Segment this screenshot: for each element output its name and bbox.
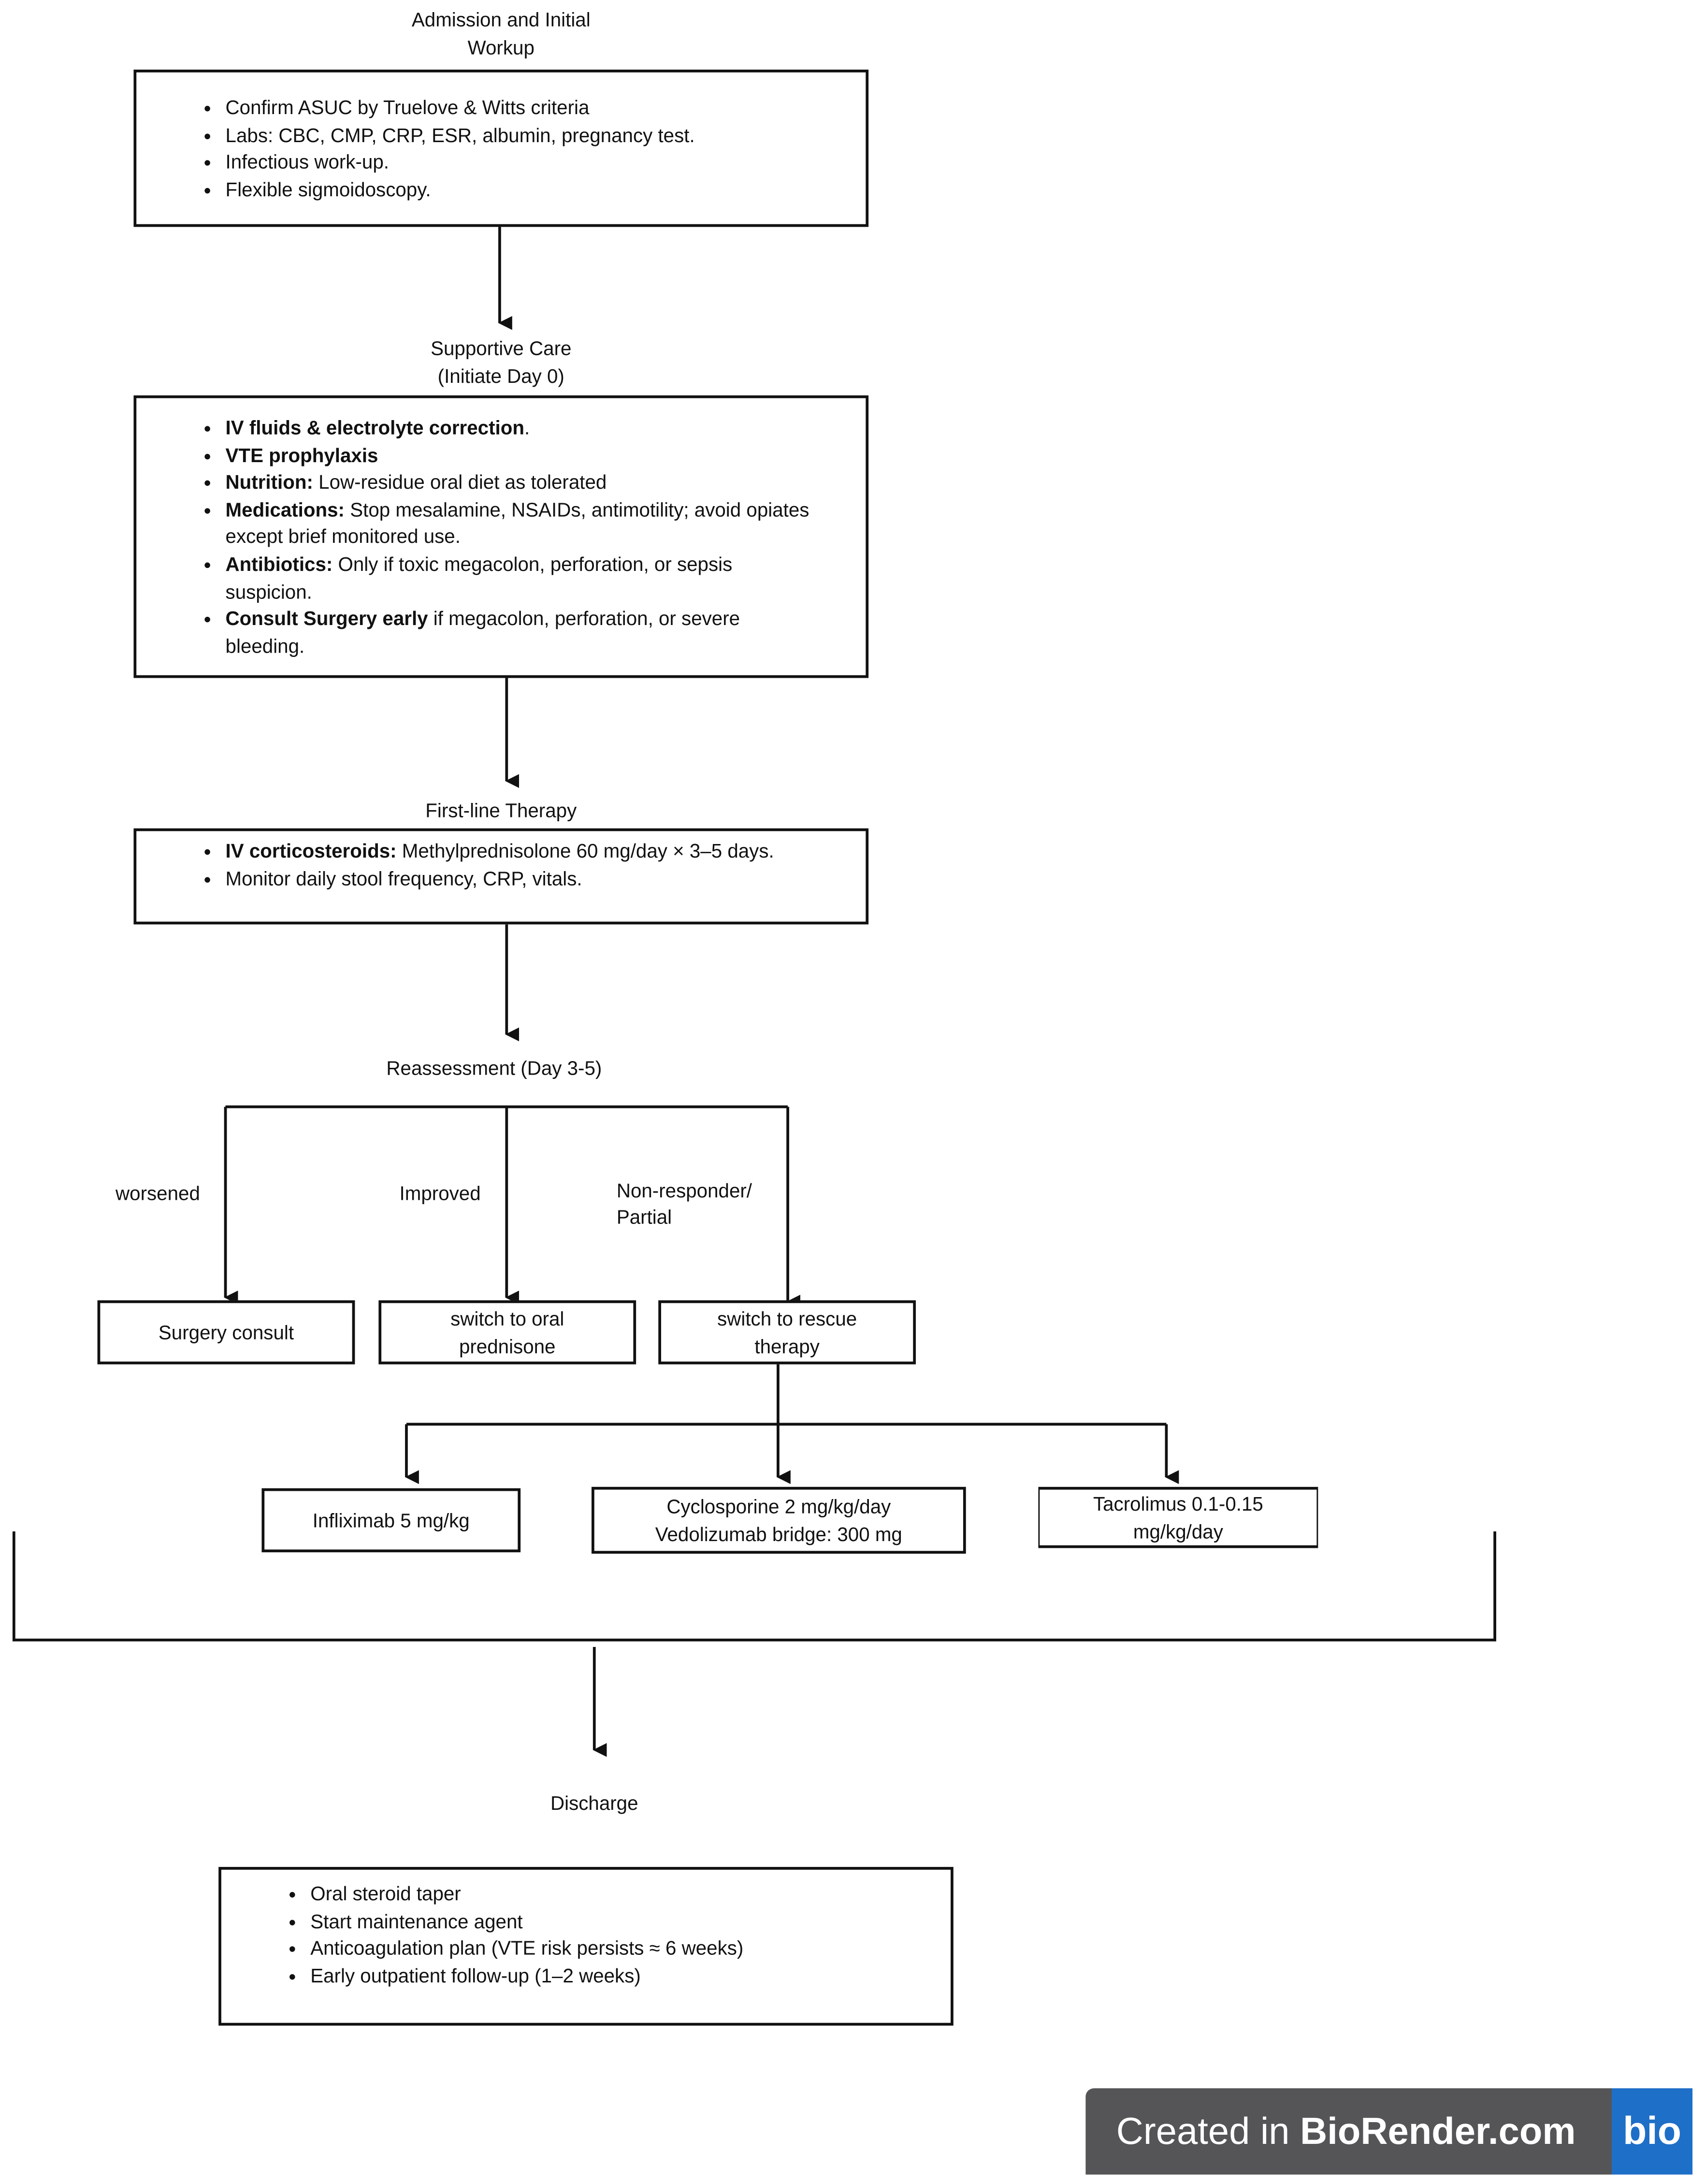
supportive-title-line2: (Initiate Day 0): [437, 364, 564, 387]
branch-label-nonresponder-line1: Non-responder/: [616, 1179, 752, 1202]
admission-title-line2: Workup: [467, 36, 535, 58]
infliximab-label: Infliximab 5 mg/kg: [312, 1509, 470, 1532]
oral-prednisone-box: switch to oral prednisone: [378, 1300, 636, 1365]
convergence-bracket: [12, 1531, 1497, 1642]
tacrolimus-line1: Tacrolimus 0.1-0.15: [1093, 1492, 1263, 1515]
oral-prednisone-line2: prednisone: [459, 1335, 556, 1357]
list-item: Flexible sigmoidoscopy.: [226, 176, 866, 204]
rescue-therapy-line1: switch to rescue: [717, 1307, 857, 1330]
watermark-text: Created in BioRender.com: [1116, 2111, 1576, 2153]
biorender-watermark: Created in BioRender.com bio: [1085, 2088, 1693, 2175]
cyclosporine-box: Cyclosporine 2 mg/kg/day Vedolizumab bri…: [592, 1486, 966, 1554]
admission-title-line1: Admission and Initial: [411, 8, 591, 31]
list-item: Consult Surgery early if megacolon, perf…: [226, 606, 810, 660]
rescue-therapy-box: switch to rescue therapy: [658, 1300, 916, 1365]
list-item: Labs: CBC, CMP, CRP, ESR, albumin, pregn…: [226, 122, 866, 149]
surgery-consult-box: Surgery consult: [97, 1300, 355, 1365]
list-item: VTE prophylaxis: [226, 442, 810, 469]
branch-label-improved: Improved: [399, 1182, 481, 1205]
list-item: Monitor daily stool frequency, CRP, vita…: [226, 865, 796, 892]
admission-box: Confirm ASUC by Truelove & Witts criteri…: [133, 70, 869, 227]
biorender-logo-icon: bio: [1612, 2088, 1693, 2175]
first-line-title: First-line Therapy: [425, 799, 577, 822]
infliximab-box: Infliximab 5 mg/kg: [261, 1488, 521, 1553]
discharge-box: Oral steroid taper Start maintenance age…: [218, 1867, 954, 2026]
list-item: IV fluids & electrolyte correction.: [226, 415, 810, 442]
reassessment-title: Reassessment (Day 3-5): [386, 1056, 602, 1079]
list-item: Nutrition: Low-residue oral diet as tole…: [226, 469, 810, 496]
cyclosporine-line2: Vedolizumab bridge: 300 mg: [655, 1523, 902, 1545]
rescue-therapy-line2: therapy: [754, 1335, 820, 1357]
supportive-title: Supportive Care (Initiate Day 0): [334, 334, 668, 390]
list-item: Oral steroid taper: [310, 1881, 951, 1908]
list-item: IV corticosteroids: Methylprednisolone 6…: [226, 838, 796, 865]
list-item: Early outpatient follow-up (1–2 weeks): [310, 1963, 951, 1990]
supportive-box: IV fluids & electrolyte correction. VTE …: [133, 395, 869, 678]
supportive-title-line1: Supportive Care: [431, 336, 572, 360]
discharge-title: Discharge: [550, 1791, 638, 1814]
branch-label-nonresponder: Non-responder/ Partial: [617, 1178, 752, 1230]
admission-title: Admission and Initial Workup: [334, 6, 668, 61]
tacrolimus-box: Tacrolimus 0.1-0.15 mg/kg/day: [1038, 1486, 1318, 1548]
surgery-consult-label: Surgery consult: [158, 1321, 294, 1344]
cyclosporine-line1: Cyclosporine 2 mg/kg/day: [666, 1495, 891, 1518]
first-line-box: IV corticosteroids: Methylprednisolone 6…: [133, 828, 869, 925]
list-item: Anticoagulation plan (VTE risk persists …: [310, 1936, 951, 1963]
tacrolimus-line2: mg/kg/day: [1133, 1520, 1223, 1543]
branch-label-worsened: worsened: [116, 1182, 200, 1205]
list-item: Start maintenance agent: [310, 1908, 951, 1935]
list-item: Infectious work-up.: [226, 149, 866, 176]
oral-prednisone-line1: switch to oral: [450, 1307, 564, 1330]
list-item: Confirm ASUC by Truelove & Witts criteri…: [226, 95, 866, 122]
list-item: Antibiotics: Only if toxic megacolon, pe…: [226, 551, 810, 606]
list-item: Medications: Stop mesalamine, NSAIDs, an…: [226, 497, 810, 552]
branch-label-nonresponder-line2: Partial: [616, 1206, 672, 1228]
